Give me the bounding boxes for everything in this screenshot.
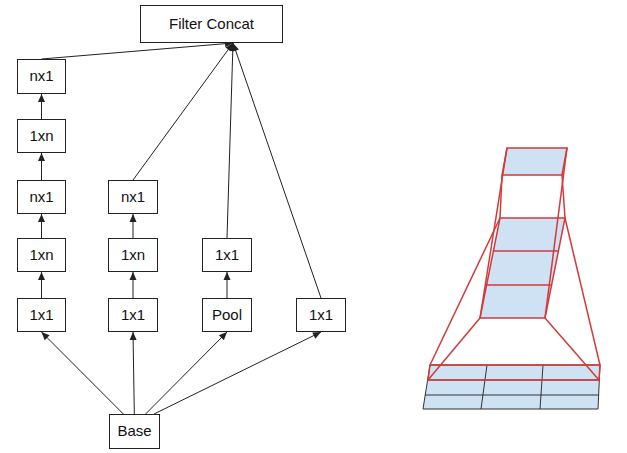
layer-box: 1x1 (202, 238, 252, 272)
connector (42, 43, 234, 59)
box-label: 1x1 (121, 307, 145, 324)
layer-box: 1xn (17, 119, 66, 153)
box-label: Base (117, 423, 151, 440)
layer-box: 1xn (17, 238, 66, 272)
projection-lines (428, 148, 600, 380)
connector (133, 43, 233, 180)
connector (227, 43, 233, 238)
connector (146, 332, 227, 414)
layer-box: nx1 (17, 59, 66, 94)
box-label: nx1 (29, 68, 53, 85)
box-label: 1x1 (309, 307, 333, 324)
base-box: Base (109, 414, 160, 449)
box-label: nx1 (121, 189, 145, 206)
input-grid (423, 365, 600, 409)
layer-box: nx1 (17, 180, 66, 214)
box-label: Pool (212, 307, 242, 324)
connector (154, 332, 321, 414)
concat-box: Filter Concat (140, 5, 283, 43)
output-cell (502, 148, 567, 175)
arrowhead (232, 43, 239, 52)
layer-box: 1x1 (108, 298, 158, 332)
layer-box: 1xn (108, 238, 158, 272)
grid-lines (425, 365, 599, 409)
box-label: 1x1 (29, 307, 53, 324)
middle-strip-lines (487, 251, 558, 285)
arrowhead (219, 332, 227, 340)
arrowhead (38, 94, 45, 102)
connector (133, 332, 134, 414)
box-label: 1x1 (215, 247, 239, 264)
layer-box: Pool (202, 298, 252, 332)
connector (42, 332, 124, 414)
arrowhead (130, 332, 137, 340)
layer-box: 1x1 (296, 298, 346, 332)
box-label: 1xn (29, 247, 53, 264)
layer-box: nx1 (108, 180, 158, 214)
arrowhead (130, 214, 137, 222)
arrowhead (312, 332, 321, 339)
layer-box: 1x1 (17, 298, 66, 332)
box-label: 1xn (121, 247, 145, 264)
box-label: nx1 (29, 189, 53, 206)
arrowhead (38, 272, 45, 280)
arrowhead (38, 153, 45, 161)
arrowhead (38, 214, 45, 222)
arrowhead (130, 272, 137, 280)
arrowhead (224, 272, 231, 280)
box-label: 1xn (29, 128, 53, 145)
arrowhead (42, 332, 50, 340)
box-label: Filter Concat (169, 16, 254, 33)
